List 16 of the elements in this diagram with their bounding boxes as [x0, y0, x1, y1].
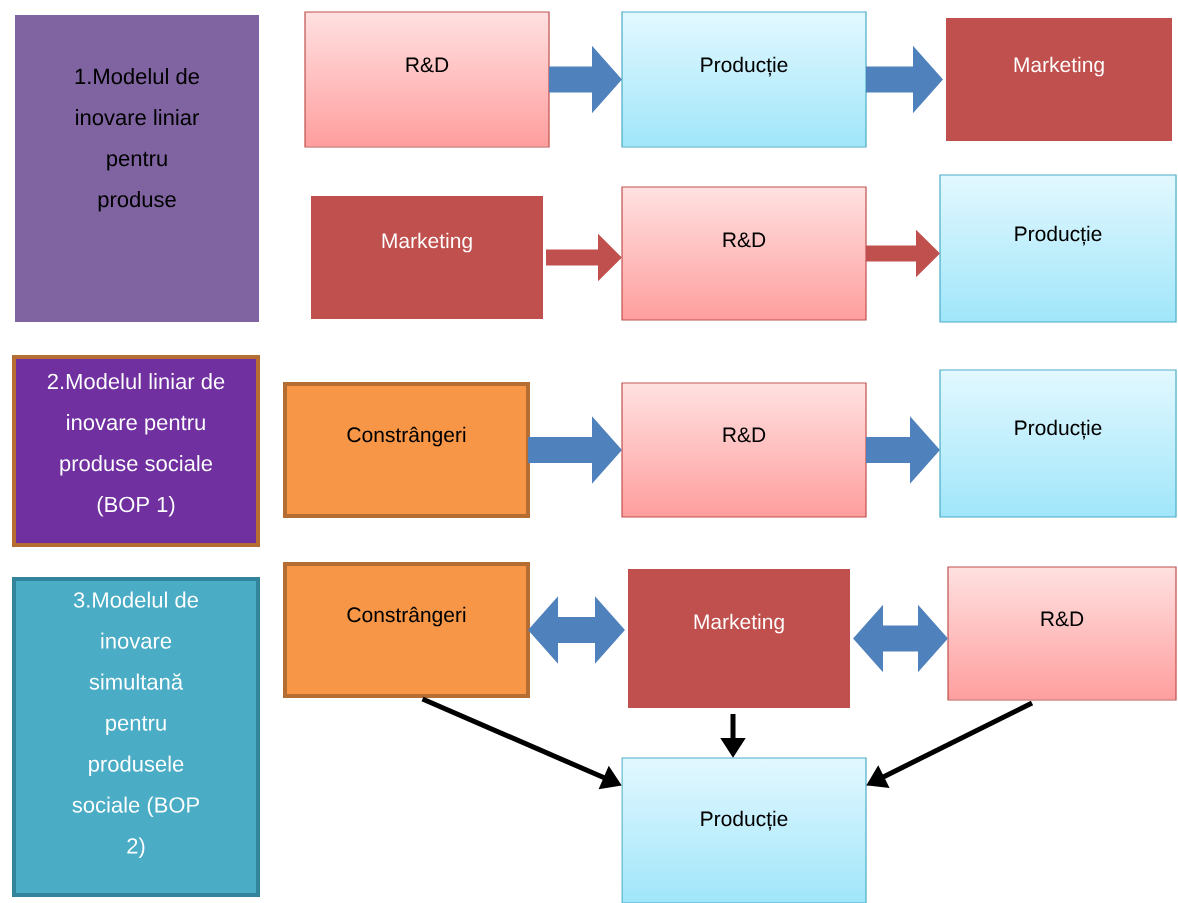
process-box: R&D	[621, 382, 867, 518]
process-box: Marketing	[305, 190, 549, 325]
label-box: 2.Modelul liniar de inovare pentru produse sociale (BOP 1)	[12, 355, 260, 547]
process-box: Producție	[621, 11, 867, 148]
process-box: Constrângeri	[283, 562, 530, 698]
label-box: 3.Modelul de inovare simultană pentru produsele sociale (BOP 2)	[12, 577, 260, 897]
process-box: R&D	[947, 566, 1177, 701]
process-box: R&D	[621, 186, 867, 321]
process-box: Producție	[939, 369, 1177, 518]
process-box: Marketing	[940, 12, 1178, 147]
process-box: Producție	[621, 757, 867, 903]
label-box: 1.Modelul de inovare liniar pentru produse	[9, 9, 265, 328]
process-box: Marketing	[622, 563, 856, 714]
process-box: R&D	[304, 11, 550, 148]
process-box: Constrângeri	[283, 382, 530, 518]
process-box: Producție	[939, 174, 1177, 323]
